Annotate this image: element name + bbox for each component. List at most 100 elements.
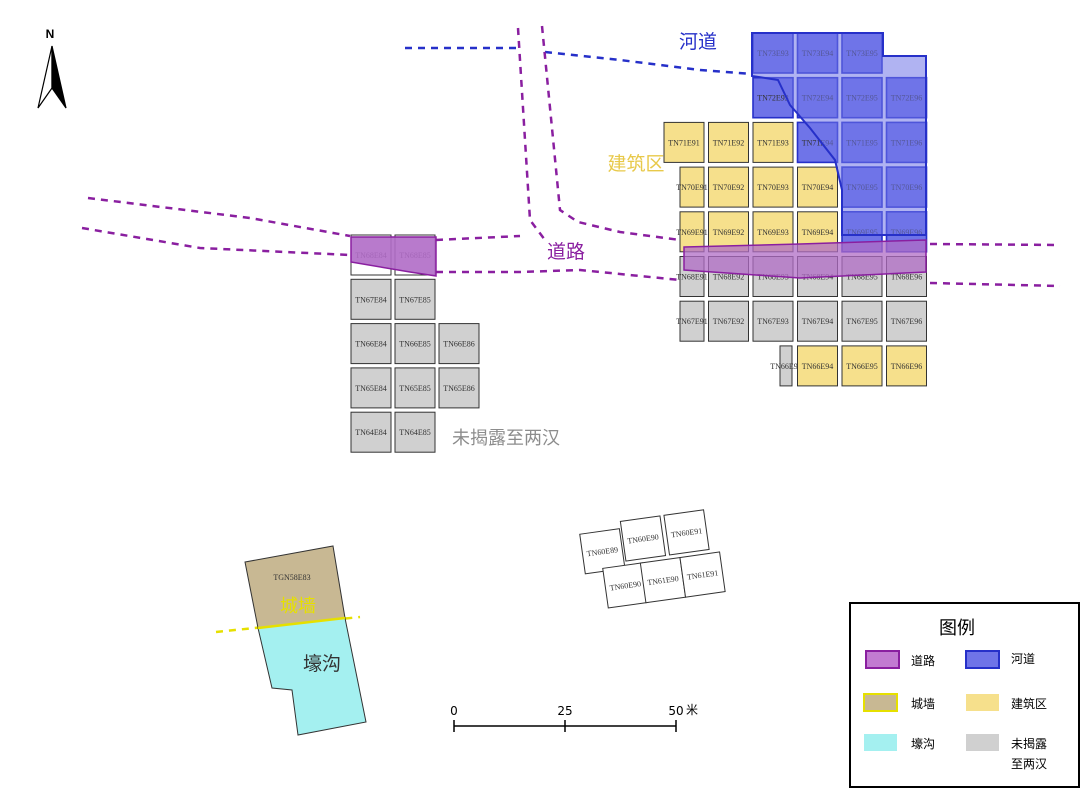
legend-label-road: 道路 — [911, 653, 935, 668]
grid-square-tn67e92: TN67E92 — [708, 300, 749, 342]
grid-square-tn66e94: TN66E94 — [797, 345, 838, 387]
grid-square-label: TN69E94 — [802, 228, 834, 237]
grid-square-label: TN71E94 — [802, 138, 834, 147]
grid-square-label: TN66E84 — [355, 340, 387, 349]
grid-square-tn69e91: TN69E91 — [676, 211, 708, 253]
grid-square-fill — [350, 367, 392, 409]
grid-square-fill — [663, 121, 705, 163]
legend-swatch-moat — [864, 734, 897, 751]
grid-square-label: TN67E92 — [713, 317, 745, 326]
grid-square-label: TN70E91 — [676, 183, 708, 192]
grid-square-label: TN68E91 — [676, 273, 708, 282]
north-arrow-right-icon — [51, 45, 67, 109]
road-east-lower-line — [929, 281, 1061, 288]
river-area — [751, 32, 927, 236]
grid-square-tn70e91: TN70E91 — [676, 166, 708, 208]
grid-square-fill — [886, 300, 927, 342]
grid-square-fill — [708, 300, 749, 342]
building-label: 建筑区 — [607, 153, 664, 175]
grid-square-label: TN66E86 — [443, 340, 475, 349]
grid-square-fill — [752, 121, 794, 163]
grid-square-fill — [350, 411, 392, 453]
grid-square-tn67e85: TN67E85 — [394, 278, 436, 320]
grid-square-tn70e92: TN70E92 — [708, 166, 749, 208]
legend-label-moat: 壕沟 — [911, 736, 935, 751]
grid-square-label: TN66E93 — [770, 362, 802, 371]
grid-square-fill — [394, 411, 436, 453]
road-band-east — [683, 239, 927, 279]
grid-square-label: TN70E94 — [802, 183, 834, 192]
grid-square-tn66e96: TN66E96 — [886, 345, 927, 387]
grid-square-tn70e93: TN70E93 — [752, 166, 794, 208]
grid-square-label: TN67E96 — [891, 317, 923, 326]
grid-square-label: TN65E84 — [355, 384, 387, 393]
grid-square-tn71e93: TN71E93 — [752, 121, 794, 163]
grid-square-label: TN69E93 — [757, 228, 789, 237]
legend-swatch-building — [966, 694, 999, 711]
grid-square-label: TN61E90 — [647, 574, 680, 587]
grid-square-tn71e91: TN71E91 — [663, 121, 705, 163]
grid-square-label: TN66E95 — [846, 362, 878, 371]
road-north-east-line — [540, 25, 681, 242]
legend-title: 图例 — [939, 618, 975, 639]
road-label: 道路 — [547, 241, 585, 263]
wall-label: 城墙 — [280, 596, 316, 617]
grid-square-fill — [350, 323, 392, 365]
grid-square-label: TN72E93 — [757, 94, 789, 103]
grid-square-tn67e84: TN67E84 — [350, 278, 392, 320]
road-band-west — [350, 236, 437, 277]
grid-square-label: TN66E94 — [802, 362, 834, 371]
legend-label-wall: 城墙 — [911, 697, 935, 711]
river-dashed-line — [405, 46, 753, 76]
grid-square-tn70e94: TN70E94 — [797, 166, 838, 208]
grid-square-label: TN67E95 — [846, 317, 878, 326]
grid-square-label: TN61E91 — [686, 568, 719, 581]
grid-square-tn61e90: TN61E90 — [639, 556, 687, 604]
grid-square-label: TN69E92 — [713, 228, 745, 237]
road-east-upper-line — [929, 242, 1061, 247]
grid-square-fill — [438, 367, 480, 409]
grid-square-fill — [797, 300, 838, 342]
grid-square-fill — [679, 211, 705, 253]
grid-square-tn66e93: TN66E93 — [770, 345, 802, 387]
scale-unit: 米 — [686, 703, 698, 717]
grid-square-tn67e96: TN67E96 — [886, 300, 927, 342]
scale-bar: 0 25 50 米 — [450, 703, 698, 732]
grid-square-label: TN70E93 — [757, 183, 789, 192]
grid-square-label: TN64E85 — [399, 428, 431, 437]
grid-square-fill — [679, 166, 705, 208]
grid-square-tn67e93: TN67E93 — [752, 300, 794, 342]
grid-square-tn64e84: TN64E84 — [350, 411, 392, 453]
scale-tick-0: 0 — [450, 704, 458, 718]
grid-square-label: TN67E85 — [399, 295, 431, 304]
moat-label: 壕沟 — [303, 653, 341, 675]
road-middle-lower-line — [436, 268, 681, 282]
grid-square-fill — [752, 166, 794, 208]
grid-square-tn71e92: TN71E92 — [708, 121, 749, 163]
grid-square-label: TN67E94 — [802, 317, 834, 326]
grid-square-tn64e85: TN64E85 — [394, 411, 436, 453]
grid-square-label: TN71E93 — [757, 138, 789, 147]
grid-square-label: TN60E91 — [670, 526, 703, 539]
grid-square-tn67e94: TN67E94 — [797, 300, 838, 342]
grid-square-fill — [779, 345, 793, 387]
unexposed-label: 未揭露至两汉 — [452, 428, 560, 449]
grid-square-label: TN71E92 — [713, 138, 745, 147]
grid-square-label: TN71E91 — [668, 138, 700, 147]
grid-square-fill — [679, 300, 705, 342]
grid-square-label: TN70E92 — [713, 183, 745, 192]
grid-square-fill — [619, 515, 667, 562]
grid-square-fill — [752, 300, 794, 342]
grid-square-fill — [708, 166, 749, 208]
scale-tick-50: 50 — [668, 704, 683, 718]
grid-square-label: TN68E95 — [846, 273, 878, 282]
scale-tick-25: 25 — [557, 704, 572, 718]
grid-square-label: TN67E91 — [676, 317, 708, 326]
legend-swatch-road — [865, 650, 900, 669]
legend: 图例 道路 河道 城墙 建筑区 壕沟 未揭露 至两汉 — [849, 602, 1080, 788]
grid-square-tn60e89: TN60E89 — [579, 528, 626, 575]
north-arrow-left-icon — [37, 45, 53, 109]
north-arrow: N — [37, 27, 67, 109]
grid-square-fill — [797, 166, 838, 208]
wall-square-label: TGN58E83 — [273, 573, 310, 582]
